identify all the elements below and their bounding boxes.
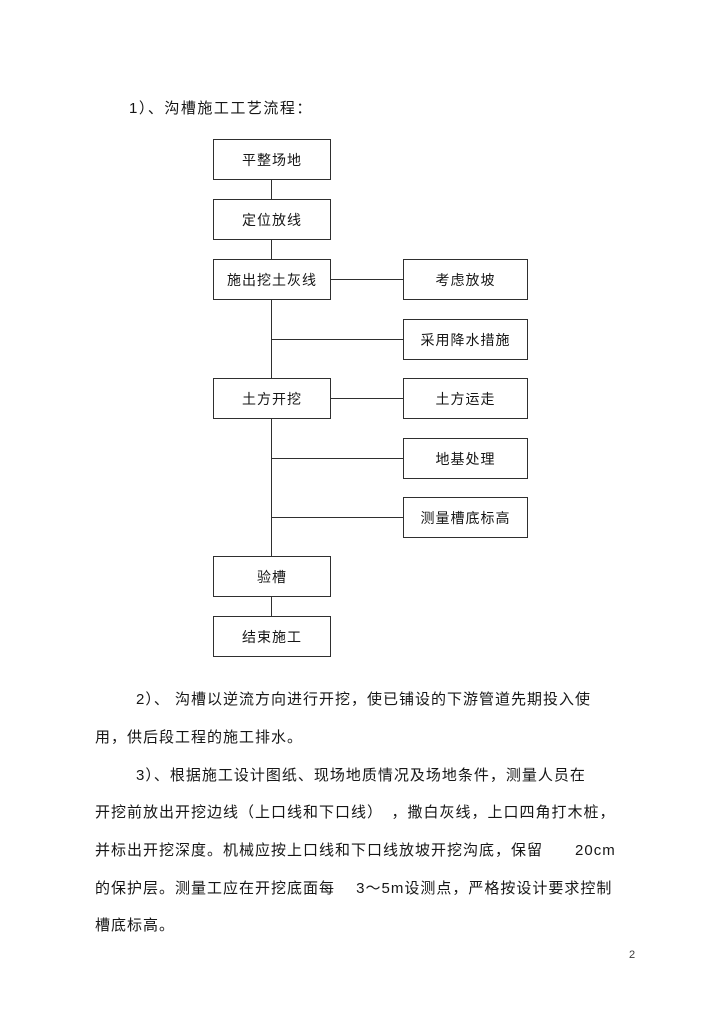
paragraph-3-line-1: 3）、根据施工设计图纸、现场地质情况及场地条件，测量人员在	[136, 767, 586, 784]
paragraph-3-line-5: 槽底标高。	[95, 917, 176, 934]
flow-node-slope-consideration: 考虑放坡	[403, 259, 528, 300]
connector-vertical-2	[271, 240, 272, 259]
flow-node-earth-removal: 土方运走	[403, 378, 528, 419]
connector-horizontal-dewatering	[272, 339, 403, 340]
connector-vertical-1	[271, 180, 272, 199]
flow-node-dewatering-measures: 采用降水措施	[403, 319, 528, 360]
flow-node-level-site: 平整场地	[213, 139, 331, 180]
flow-node-set-out-lines: 定位放线	[213, 199, 331, 240]
flow-node-foundation-treatment: 地基处理	[403, 438, 528, 479]
connector-horizontal-slope	[331, 279, 403, 280]
section-title: 1）、沟槽施工工艺流程：	[129, 100, 313, 117]
flow-node-lime-lines: 施出挖土灰线	[213, 259, 331, 300]
paragraph-2-line-1: 2）、 沟槽以逆流方向进行开挖，使已铺设的下游管道先期投入使	[136, 691, 592, 708]
flow-node-earth-excavation: 土方开挖	[213, 378, 331, 419]
paragraph-3-line-4: 的保护层。测量工应在开挖底面每 3～5m设测点，严格按设计要求控制	[95, 880, 613, 897]
connector-vertical-4	[271, 419, 272, 556]
paragraph-3-line-3: 并标出开挖深度。机械应按上口线和下口线放坡开挖沟底，保留 20cm	[95, 842, 616, 859]
connector-horizontal-elevation	[272, 517, 403, 518]
flow-node-finish-construction: 结束施工	[213, 616, 331, 657]
connector-vertical-3	[271, 300, 272, 378]
paragraph-3-line-2: 开挖前放出开挖边线（上口线和下口线） ，撒白灰线，上口四角打木桩，	[95, 804, 616, 821]
connector-horizontal-foundation	[272, 458, 403, 459]
connector-horizontal-removal	[331, 398, 403, 399]
flow-node-measure-trench-elevation: 测量槽底标高	[403, 497, 528, 538]
page-number: 2	[629, 949, 636, 961]
connector-vertical-5	[271, 597, 272, 616]
flow-node-trench-inspection: 验槽	[213, 556, 331, 597]
paragraph-2-line-2: 用，供后段工程的施工排水。	[95, 729, 304, 746]
